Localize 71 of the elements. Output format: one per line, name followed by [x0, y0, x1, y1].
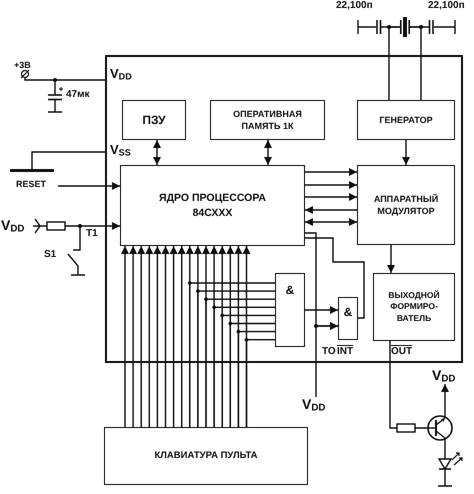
connector-line	[213, 306, 275, 427]
connector-line	[178, 246, 186, 427]
pin-label: 22,100п	[336, 1, 373, 11]
block-box	[210, 100, 325, 140]
connector-line	[305, 232, 338, 330]
connector-line	[305, 181, 357, 189]
block-label: ПЗУ	[142, 112, 166, 128]
connector-line	[58, 182, 120, 190]
pin-label: INT	[337, 347, 354, 357]
connector-line	[402, 140, 410, 165]
block-box	[120, 165, 305, 246]
connector-line	[246, 339, 275, 427]
connector-line	[145, 246, 154, 427]
block-box	[122, 100, 186, 140]
and-gate	[338, 297, 358, 340]
block-label: ГЕНЕРАТОР	[379, 114, 433, 126]
connector-line	[170, 246, 178, 427]
connector-line	[441, 384, 449, 415]
connector-line	[20, 69, 105, 81]
pin-label: V$_{DD}$	[432, 368, 456, 384]
pin-label: V$_{DD}$	[302, 397, 326, 414]
block-label: КЛАВИАТУРА ПУЛЬТА	[154, 450, 258, 462]
connector-line	[305, 306, 338, 314]
connector-line	[137, 246, 146, 427]
led-symbol	[437, 452, 463, 474]
pin-label: 47мк	[66, 90, 90, 100]
pin-label: OUT	[391, 347, 412, 357]
pin-label: 22,100п	[428, 1, 465, 11]
gate-label: &	[344, 304, 352, 320]
connector-line	[305, 206, 357, 214]
block-box	[357, 100, 455, 140]
block-label: АППАРАТНЫЙ МОДУЛЯТОР	[372, 192, 440, 218]
and-gate	[275, 273, 305, 347]
connector-line	[153, 246, 162, 427]
connector-line	[305, 218, 357, 226]
connector-line	[162, 246, 170, 427]
connector-line	[305, 168, 357, 176]
connector-line	[264, 140, 272, 165]
pin-label: S1	[44, 250, 56, 260]
block-box	[357, 165, 455, 245]
pin-label: +3В	[14, 61, 31, 70]
pin-label: RESET	[16, 180, 46, 189]
connector-line	[230, 322, 275, 427]
crystal-symbol	[400, 17, 410, 37]
pin-label: V$_{SS}$	[110, 143, 131, 158]
pin-label: T1	[86, 229, 98, 239]
connector-line	[121, 246, 129, 427]
transistor-symbol	[427, 415, 453, 441]
connector-line	[33, 222, 120, 230]
connector-line	[205, 298, 275, 427]
block-box	[104, 427, 308, 485]
pin-label: TO	[322, 347, 336, 357]
ground-symbol	[10, 169, 54, 172]
gate-label: &	[286, 282, 294, 298]
block-label: ВЫХОДНОЙ ФОРМИРО- ВАТЕЛЬ	[387, 290, 441, 324]
chip-outline	[105, 55, 463, 363]
block-box	[373, 273, 455, 341]
connector-line	[31, 151, 105, 169]
pin-label: V$_{DD}$	[1, 218, 24, 234]
connector-line	[129, 246, 138, 427]
pin-label: V$_{DD}$	[110, 67, 132, 82]
block-label: ОПЕРАТИВНАЯ ПАМЯТЬ 1К	[232, 108, 303, 132]
connector-line	[238, 330, 275, 427]
connector-line	[153, 140, 161, 165]
connector-line	[444, 441, 446, 452]
connector-line	[305, 237, 365, 319]
connector-line	[389, 341, 427, 429]
connector-line	[387, 245, 395, 273]
connector-line	[305, 193, 357, 201]
block-label: ЯДРО ПРОЦЕССОРА 84СХХХ	[158, 191, 267, 220]
connector-line	[222, 314, 275, 427]
